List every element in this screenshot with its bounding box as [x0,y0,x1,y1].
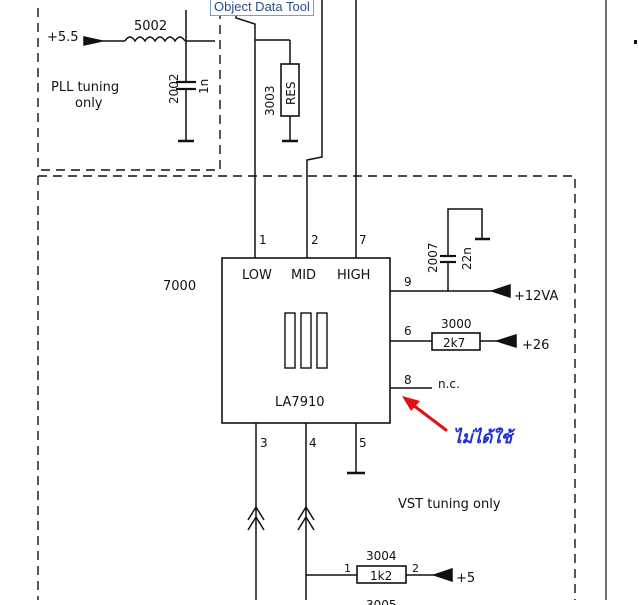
edge-mark [634,40,637,44]
pin-number-7: 7 [359,233,367,247]
label-cap-2002-value: 1n [197,79,211,94]
label-res-3003: 3003 [263,85,277,116]
pin-number-3: 3 [260,436,268,450]
ic-pin-name-low: LOW [242,268,272,283]
label-res-3000-value: 2k7 [443,336,465,350]
label-nc: n.c. [438,377,460,391]
label-res-3004-value: 1k2 [370,569,392,583]
pin-number-9: 9 [404,275,412,289]
annotation-not-used: ไม่ได้ใช้ [453,427,516,448]
ic-pin-name-mid: MID [291,268,316,283]
pin-number-4: 4 [309,436,317,450]
label-coil-5002: 5002 [134,19,167,34]
supply-arrow-5v5 [83,36,103,46]
top-left-frame [37,8,221,171]
label-res-3000: 3000 [441,317,472,331]
ic-right-wiring [390,208,517,389]
supply-arrow-5 [431,567,453,583]
ic-pin-name-high: HIGH [337,268,370,283]
chevron-4b [297,515,315,531]
pll-note-line1: PLL tuning [51,80,119,95]
label-res-3004-pin2: 2 [412,562,419,575]
pll-note-line2: only [75,96,103,111]
label-res-3004-pin1: 1 [344,562,351,575]
label-ic-ref: 7000 [163,279,196,294]
vst-note: VST tuning only [398,497,501,512]
ic-bottom-wiring [247,423,453,600]
pin-number-1: 1 [259,233,267,247]
dashed-frames [37,8,576,600]
pin-number-8: 8 [404,373,412,387]
main-frame [37,175,576,600]
ic-symbol [284,312,328,369]
annotation-arrow [402,396,448,432]
pin-number-2: 2 [311,233,319,247]
supply-arrow-26 [494,333,517,349]
label-supply-5: +5 [456,571,475,586]
chevron-3a [247,505,265,521]
pll-supply-section [83,10,215,143]
label-res-3003-value: RES [284,81,298,105]
label-res-3005: 3005 [366,598,397,605]
label-cap-2007-value: 22n [460,247,474,270]
pin-number-6: 6 [404,324,412,338]
pin-number-5: 5 [359,436,367,450]
label-supply-26: +26 [522,338,549,353]
chevron-4a [297,505,315,521]
ic-top-wiring [235,0,357,258]
chevron-3b [247,515,265,531]
coil-5002 [124,36,186,43]
label-supply-12va: +12VA [514,289,558,304]
supply-arrow-12va [489,283,511,299]
label-cap-2002: 2002 [167,73,181,104]
label-res-3004: 3004 [366,549,397,563]
label-supply-5v5: +5.5 [47,30,79,45]
label-cap-2007: 2007 [426,242,440,273]
object-data-tool-tooltip: Object Data Tool [210,0,314,16]
label-ic-part: LA7910 [275,395,325,410]
